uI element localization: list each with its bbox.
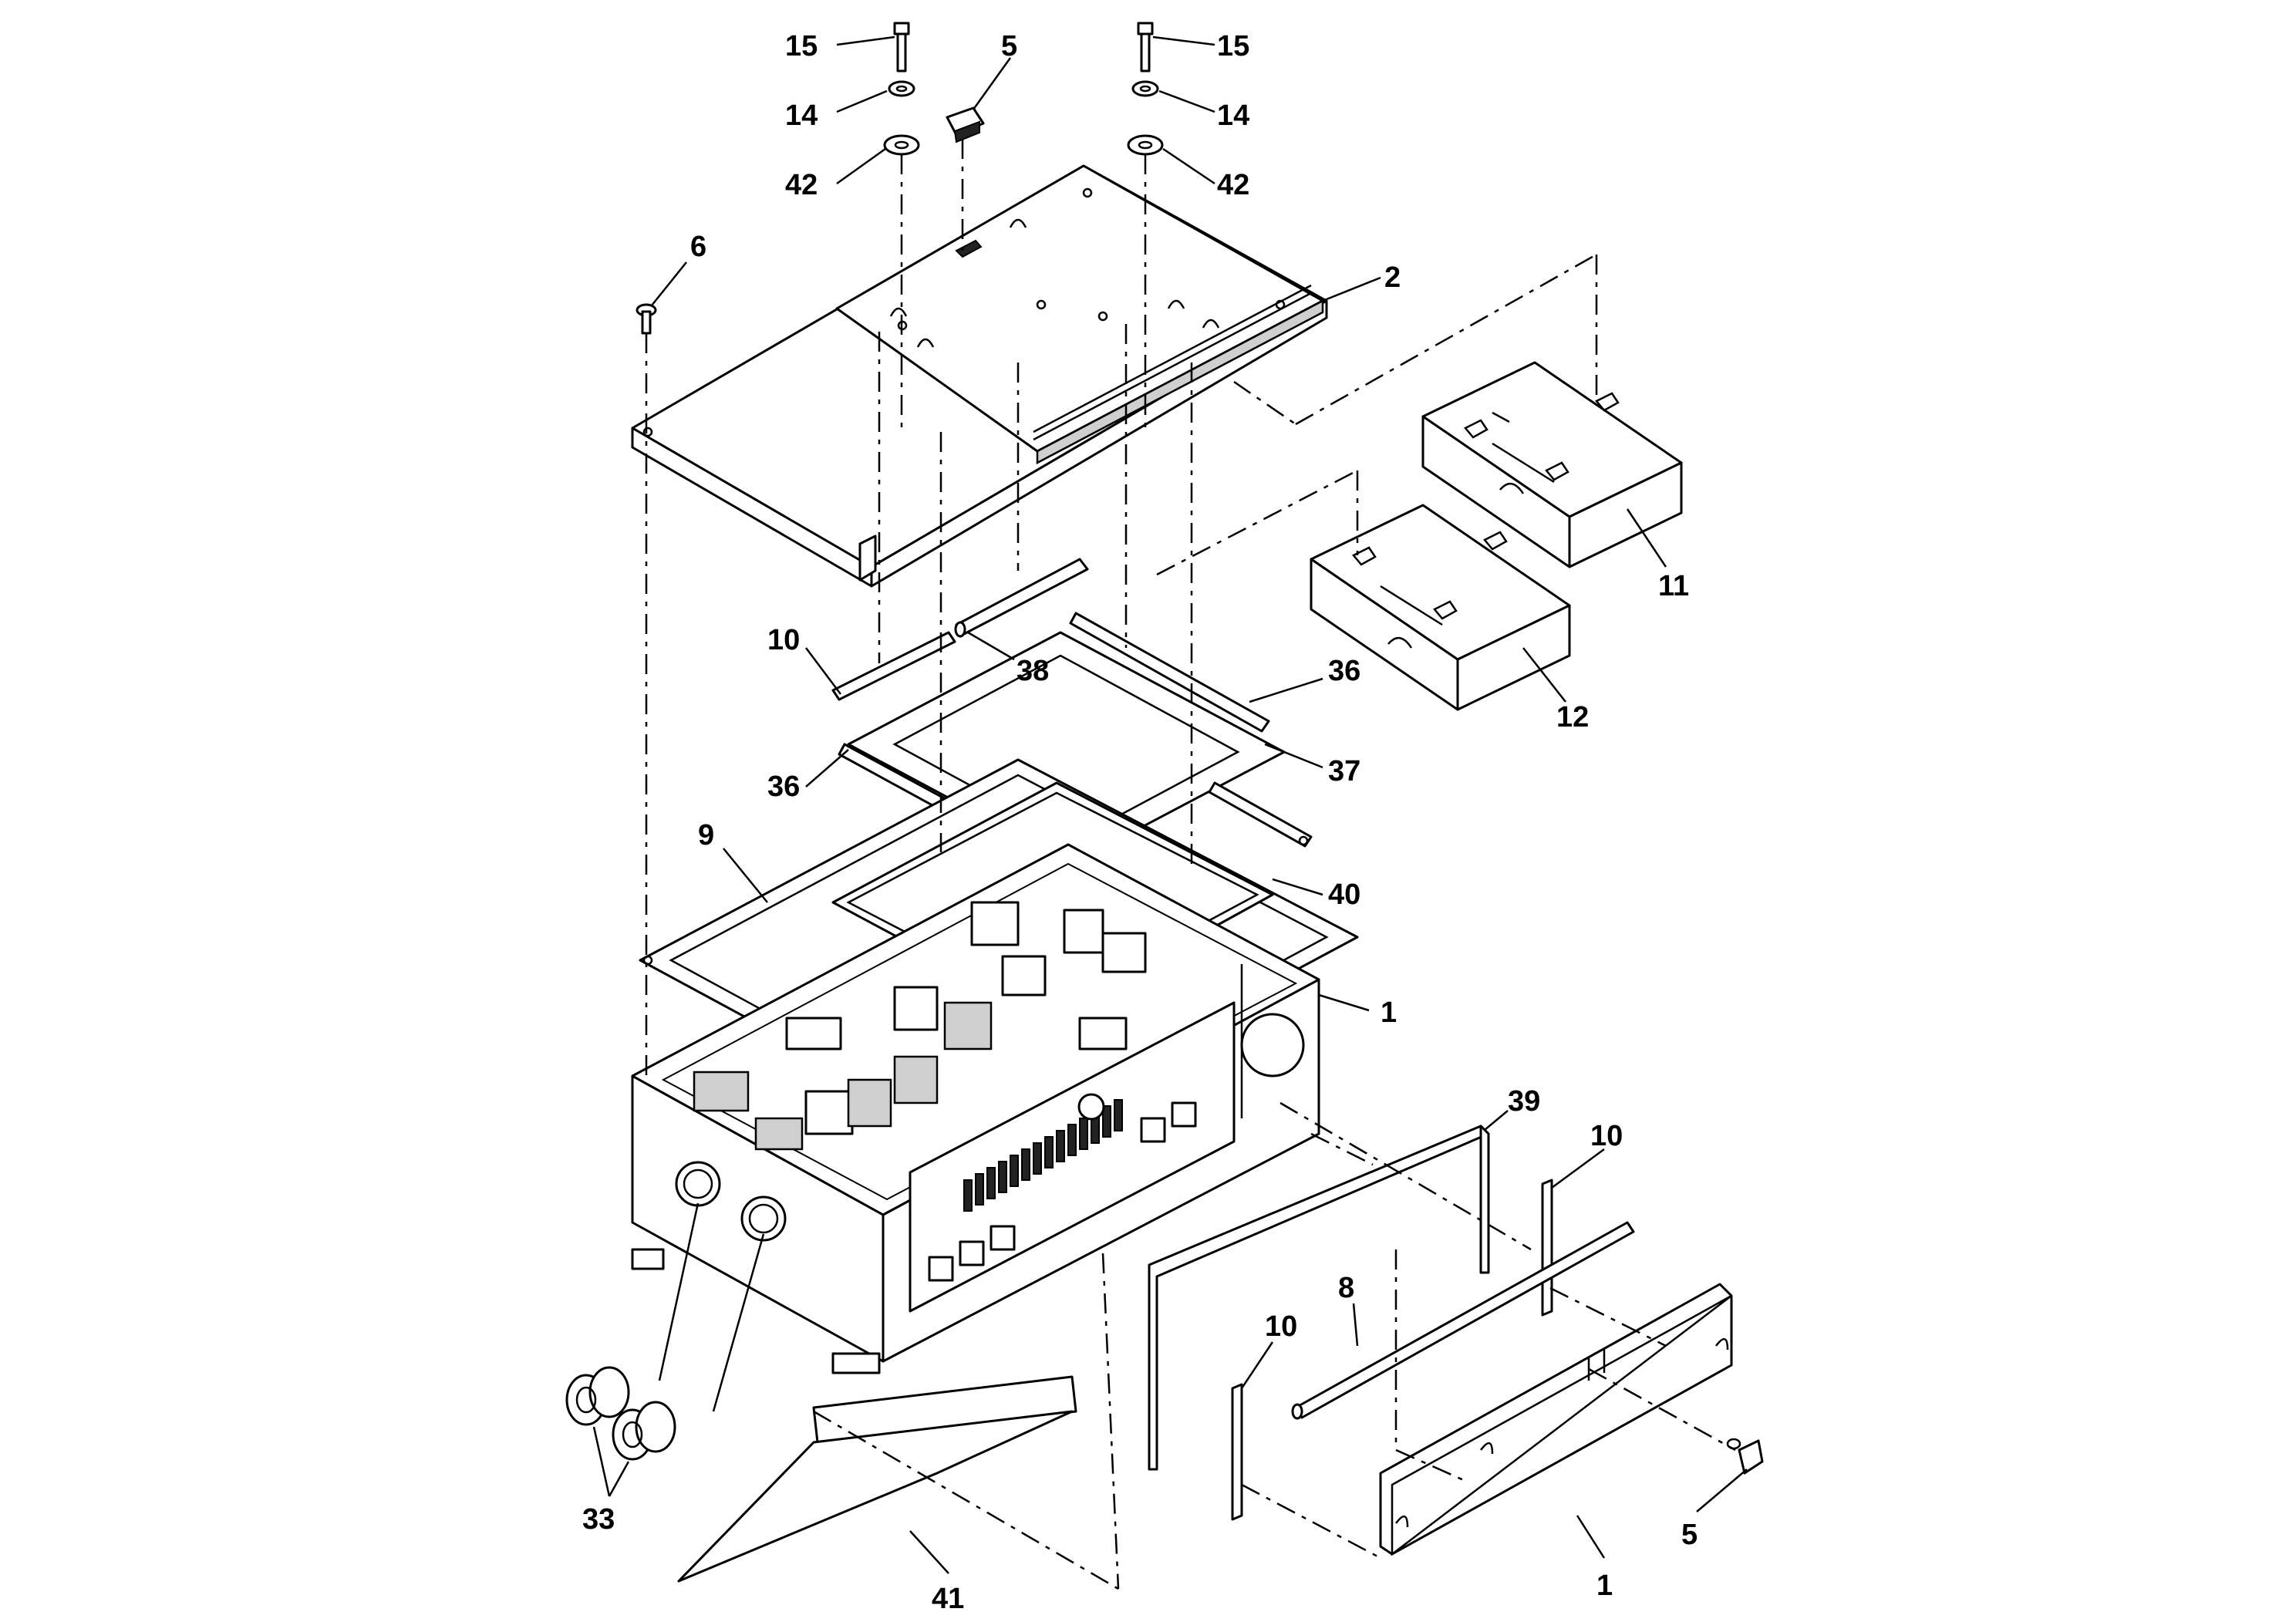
gasket-41 [677,1375,1077,1583]
strip-10-right [1541,1179,1553,1317]
bolt-15-right [1137,22,1154,73]
bolt-15-left [893,22,910,73]
strip-37-tail [1208,781,1313,848]
washer-14-right [1131,80,1159,97]
terminal-block [963,1099,1123,1212]
callout-39: 39 [1508,1085,1540,1118]
callout-11: 11 [1658,570,1689,602]
callout-37: 37 [1328,755,1360,787]
clip-5-top [946,106,985,143]
cover-panel-1 [1379,1283,1733,1556]
strip-8 [1291,1221,1635,1420]
callout-labels: 15 15 14 14 42 42 5 6 2 11 12 10 38 36 3… [582,30,1698,1615]
washer-42-left [883,134,920,156]
callout-10-lower: 10 [1265,1310,1297,1343]
callout-5-top: 5 [1001,30,1017,62]
callout-14-left: 14 [785,99,818,132]
module-11 [1421,361,1683,568]
callout-5-lower: 5 [1681,1519,1698,1551]
enclosure-box [631,843,1320,1374]
callout-10-right: 10 [1590,1120,1623,1152]
top-cover [631,164,1328,588]
callout-10-upper: 10 [767,624,800,656]
callout-2: 2 [1384,261,1401,294]
callout-41: 41 [932,1583,964,1615]
callout-8: 8 [1338,1272,1354,1304]
callout-9: 9 [698,819,714,851]
strip-38 [954,558,1089,638]
callout-42-right: 42 [1217,169,1249,201]
callout-42-left: 42 [785,169,818,201]
strip-10-upper [831,631,956,701]
callout-14-right: 14 [1217,99,1249,132]
washer-14-left [888,80,915,97]
module-12 [1310,504,1571,711]
strip-10-lower [1231,1383,1243,1521]
washer-42-right [1127,134,1164,156]
callout-40: 40 [1328,878,1360,911]
callout-36-right: 36 [1328,655,1360,687]
gland-33-right [612,1401,676,1461]
callout-36-left: 36 [767,771,800,803]
bracket-39 [1148,1125,1490,1471]
gland-33-left [565,1366,630,1426]
callout-33: 33 [582,1503,615,1536]
screw-6 [636,303,657,335]
callout-12: 12 [1556,701,1589,733]
callout-1-box: 1 [1381,996,1397,1029]
callout-15-left: 15 [785,30,818,62]
clip-5-lower [1726,1438,1764,1475]
callout-6: 6 [690,231,706,263]
leader-lines [592,35,1748,1574]
callout-1-panel: 1 [1596,1570,1613,1602]
strip-36-right [1069,612,1270,733]
callout-15-right: 15 [1217,30,1249,62]
callout-38: 38 [1017,655,1049,687]
assembly-lines [645,139,1736,1590]
